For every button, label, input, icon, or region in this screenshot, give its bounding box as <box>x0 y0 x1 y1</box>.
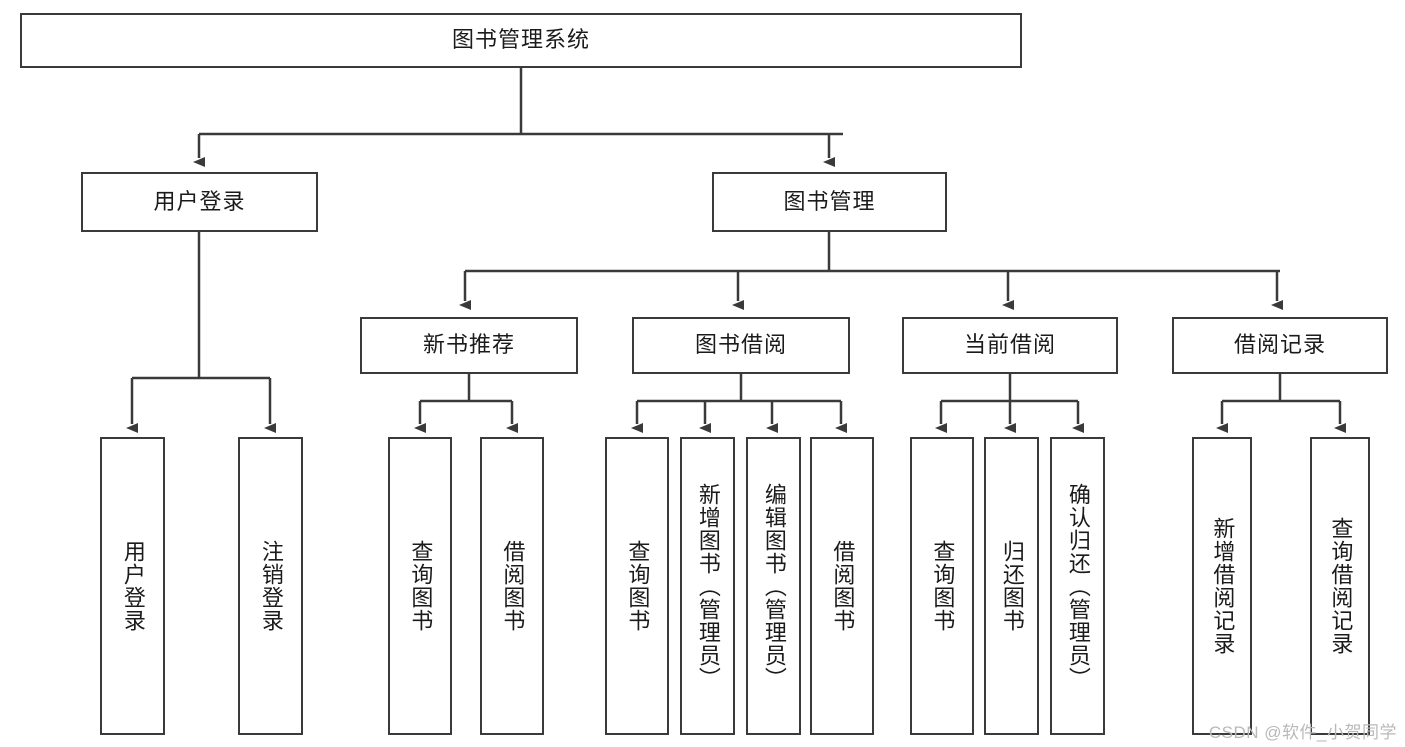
node-label: 借阅图书 <box>830 540 856 632</box>
node-book-borrow[interactable]: 图书借阅 <box>632 317 850 374</box>
node-borrow-record[interactable]: 借阅记录 <box>1172 317 1388 374</box>
node-leaf-query-book-1[interactable]: 查询图书 <box>388 437 452 735</box>
node-leaf-borrow-book-1[interactable]: 借阅图书 <box>480 437 544 735</box>
edge-newbook-to-leaves <box>414 374 518 433</box>
node-root-system[interactable]: 图书管理系统 <box>20 13 1022 68</box>
node-leaf-return-book[interactable]: 归还图书 <box>984 437 1039 735</box>
node-label: 新增图书（管理员） <box>695 482 721 690</box>
node-leaf-user-login[interactable]: 用户登录 <box>100 437 165 735</box>
edge-userlogin-to-leaves <box>126 232 276 433</box>
node-label: 查询图书 <box>930 540 956 632</box>
node-label: 借阅图书 <box>500 540 526 632</box>
node-label: 用户登录 <box>153 188 246 214</box>
node-label: 归还图书 <box>999 540 1025 632</box>
node-leaf-edit-book[interactable]: 编辑图书（管理员） <box>746 437 801 735</box>
node-leaf-query-record[interactable]: 查询借阅记录 <box>1310 437 1370 735</box>
node-label: 当前借阅 <box>963 332 1056 358</box>
node-label: 编辑图书（管理员） <box>761 482 787 690</box>
watermark-text: CSDN @软件_小贺同学 <box>1208 723 1397 742</box>
edge-borrowrecord-to-leaves <box>1216 374 1346 433</box>
node-label: 借阅记录 <box>1233 332 1326 358</box>
node-label: 新书推荐 <box>422 332 515 358</box>
node-label: 查询图书 <box>625 540 651 632</box>
node-leaf-borrow-book-2[interactable]: 借阅图书 <box>810 437 874 735</box>
node-user-login[interactable]: 用户登录 <box>81 172 318 232</box>
edge-currentborrow-to-leaves <box>935 374 1084 433</box>
node-leaf-query-book-3[interactable]: 查询图书 <box>910 437 974 735</box>
node-label: 新增借阅记录 <box>1210 517 1236 655</box>
node-label: 确认归还（管理员） <box>1065 482 1091 690</box>
edge-bookmanage-to-level3 <box>459 232 1283 310</box>
edge-bookborrow-to-leaves <box>631 374 847 433</box>
node-label: 查询图书 <box>408 540 434 632</box>
node-label: 查询借阅记录 <box>1328 517 1354 655</box>
node-leaf-query-book-2[interactable]: 查询图书 <box>605 437 669 735</box>
node-label: 用户登录 <box>120 540 146 632</box>
node-label: 图书管理 <box>783 188 876 214</box>
edge-root-to-level2 <box>193 68 843 167</box>
node-leaf-user-logout[interactable]: 注销登录 <box>238 437 303 735</box>
node-new-book-recommend[interactable]: 新书推荐 <box>360 317 578 374</box>
node-book-manage[interactable]: 图书管理 <box>712 172 947 232</box>
node-leaf-add-record[interactable]: 新增借阅记录 <box>1192 437 1252 735</box>
node-label: 注销登录 <box>258 540 284 632</box>
node-label: 图书管理系统 <box>451 27 590 53</box>
node-leaf-add-book[interactable]: 新增图书（管理员） <box>680 437 735 735</box>
node-current-borrow[interactable]: 当前借阅 <box>902 317 1118 374</box>
node-leaf-confirm-return[interactable]: 确认归还（管理员） <box>1050 437 1105 735</box>
node-label: 图书借阅 <box>694 332 787 358</box>
